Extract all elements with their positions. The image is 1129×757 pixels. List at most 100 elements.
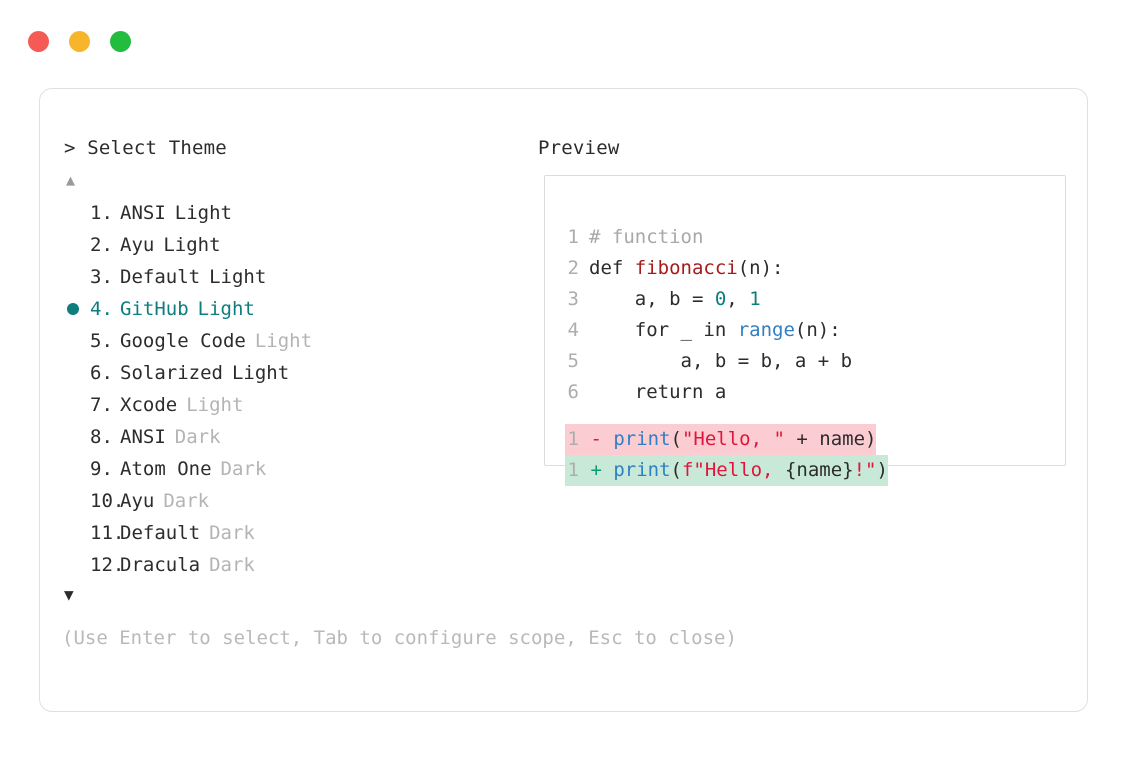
theme-item-number: 7.: [90, 394, 113, 416]
code-token: f"Hello,: [681, 459, 785, 481]
scroll-down-icon[interactable]: ▼: [64, 585, 74, 604]
theme-item-mode: Light: [231, 362, 290, 384]
theme-item-mode: Light: [163, 234, 221, 256]
theme-item-number: 12.: [90, 554, 125, 576]
code-token: (: [670, 459, 682, 481]
theme-item-number: 1.: [90, 202, 113, 224]
code-line: 4 for _ in range(n):: [565, 315, 888, 346]
code-token: !": [853, 459, 877, 481]
theme-item-number: 10.: [90, 490, 125, 512]
theme-item-name: Xcode: [120, 394, 178, 416]
theme-list-item[interactable]: 6. Solarized Light: [64, 357, 312, 389]
code-line-content: for _ in range(n):: [579, 315, 841, 346]
code-line: 1# function: [565, 222, 888, 253]
code-token: def: [589, 257, 635, 279]
code-token: ,: [726, 288, 750, 310]
code-token: # function: [589, 226, 704, 248]
code-token: fibonacci: [634, 257, 738, 279]
theme-item-name: GitHub: [120, 298, 189, 320]
window-controls: [28, 31, 131, 52]
theme-item-mode: Dark: [209, 554, 255, 576]
code-token: range: [737, 319, 795, 341]
theme-item-mode: Light: [186, 394, 244, 416]
theme-item-mode: Light: [254, 330, 313, 352]
theme-item-number: 5.: [90, 330, 113, 352]
theme-item-number: 6.: [90, 362, 113, 384]
code-token: for _ in: [589, 319, 738, 341]
theme-item-name: ANSI: [120, 426, 166, 448]
code-token: 1: [749, 288, 761, 310]
theme-item-number: 3.: [90, 266, 113, 288]
code-spacer: [565, 408, 888, 424]
theme-list-item[interactable]: 12.Dracula Dark: [64, 549, 312, 581]
diff-line-add: 1 + print(f"Hello, {name}!"): [565, 455, 888, 486]
code-token: (n):: [794, 319, 841, 341]
theme-list-item[interactable]: 5. Google Code Light: [64, 325, 312, 357]
close-button[interactable]: [28, 31, 49, 52]
line-number: 2: [567, 257, 579, 279]
theme-item-mode: Dark: [209, 522, 255, 544]
code-token: ): [876, 459, 888, 481]
code-token: + name): [784, 428, 877, 450]
theme-list-item[interactable]: 4. GitHub Light: [64, 293, 312, 325]
theme-list-item[interactable]: 9. Atom One Dark: [64, 453, 312, 485]
maximize-button[interactable]: [110, 31, 131, 52]
theme-item-name: Solarized: [120, 362, 223, 384]
code-token: (: [670, 428, 682, 450]
code-token: (n):: [737, 257, 784, 279]
line-number: 1: [567, 459, 579, 481]
theme-item-number: 11.: [90, 522, 125, 544]
code-token: 0: [714, 288, 727, 310]
theme-item-mode: Dark: [163, 490, 210, 512]
theme-list-item[interactable]: 11.Default Dark: [64, 517, 312, 549]
code-line-content: def fibonacci(n):: [579, 253, 783, 284]
code-token: print: [613, 459, 671, 481]
theme-list-item[interactable]: 10.Ayu Dark: [64, 485, 312, 517]
theme-item-mode: Light: [197, 298, 255, 320]
theme-item-number: 4.: [90, 298, 113, 320]
code-token: a, b =: [589, 288, 715, 310]
select-theme-header: > Select Theme: [64, 137, 227, 159]
theme-list-item[interactable]: 7. Xcode Light: [64, 389, 312, 421]
code-line: 3 a, b = 0, 1: [565, 284, 888, 315]
theme-item-name: Default: [120, 522, 201, 544]
theme-item-mode: Light: [209, 266, 267, 288]
diff-line-del: 1 - print("Hello, " + name): [565, 424, 888, 455]
theme-item-mode: Dark: [174, 426, 221, 448]
diff-marker: -: [579, 428, 614, 450]
theme-item-mode: Light: [174, 202, 232, 224]
code-line-content: return a: [579, 377, 727, 408]
scroll-up-icon[interactable]: ▲: [66, 171, 76, 189]
diff-marker: +: [579, 459, 614, 481]
code-line: 5 a, b = b, a + b: [565, 346, 888, 377]
theme-item-name: Ayu: [120, 490, 155, 512]
code-token: return a: [589, 381, 727, 403]
theme-item-name: Atom One: [120, 458, 212, 480]
diff-highlight: 1 - print("Hello, " + name): [565, 424, 877, 455]
line-number: 3: [567, 288, 579, 310]
theme-item-mode: Dark: [220, 458, 267, 480]
code-line-content: # function: [579, 222, 703, 253]
minimize-button[interactable]: [69, 31, 90, 52]
theme-item-name: Ayu: [120, 234, 155, 256]
code-line-content: a, b = 0, 1: [579, 284, 761, 315]
line-number: 5: [567, 350, 579, 372]
line-number: 1: [567, 428, 579, 450]
selected-bullet-icon: [67, 303, 79, 315]
line-number: 6: [567, 381, 579, 403]
code-token: "Hello, ": [681, 428, 785, 450]
theme-item-name: Dracula: [120, 554, 201, 576]
line-number: 4: [567, 319, 579, 341]
preview-header: Preview: [538, 137, 620, 159]
theme-item-name: Google Code: [120, 330, 246, 352]
theme-item-number: 9.: [90, 458, 113, 480]
